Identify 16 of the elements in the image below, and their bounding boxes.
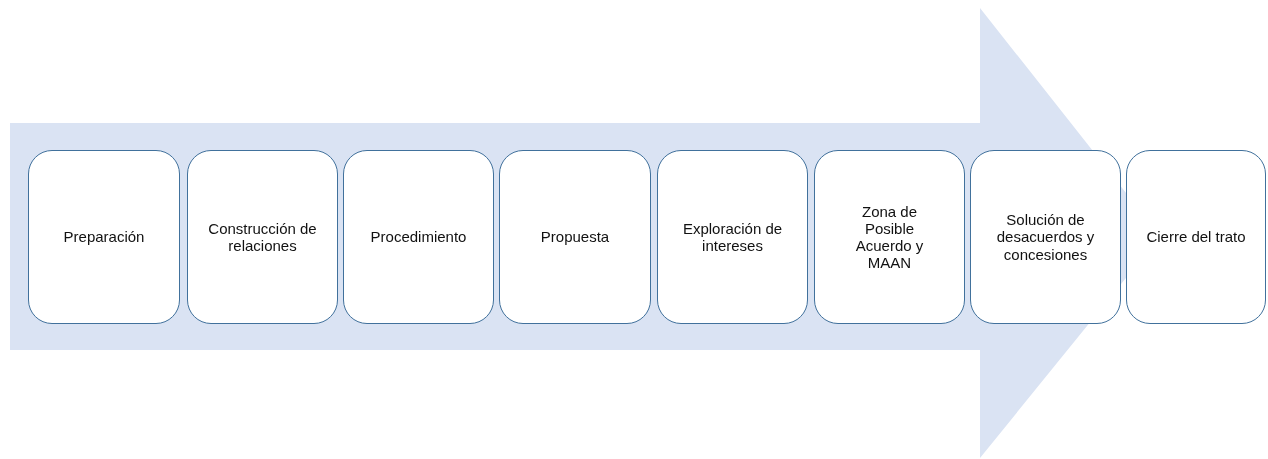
step-box (187, 150, 338, 324)
step-box (1126, 150, 1266, 324)
step-label: Cierre del trato (1146, 228, 1246, 246)
step-box (814, 150, 965, 324)
step-label: Exploración de intereses (681, 219, 784, 255)
step-box (657, 150, 808, 324)
step-label: Zona de Posible Acuerdo y MAAN (854, 202, 925, 272)
step-label: Propuesta (540, 228, 610, 246)
step-box (343, 150, 494, 324)
step-box (28, 150, 180, 324)
step-box (499, 150, 651, 324)
step-label: Procedimiento (370, 228, 467, 246)
step-label: Construcción de relaciones (207, 219, 318, 255)
step-label: Solución de desacuerdos y concesiones (995, 211, 1096, 263)
step-label: Preparación (63, 228, 145, 246)
step-box (970, 150, 1121, 324)
